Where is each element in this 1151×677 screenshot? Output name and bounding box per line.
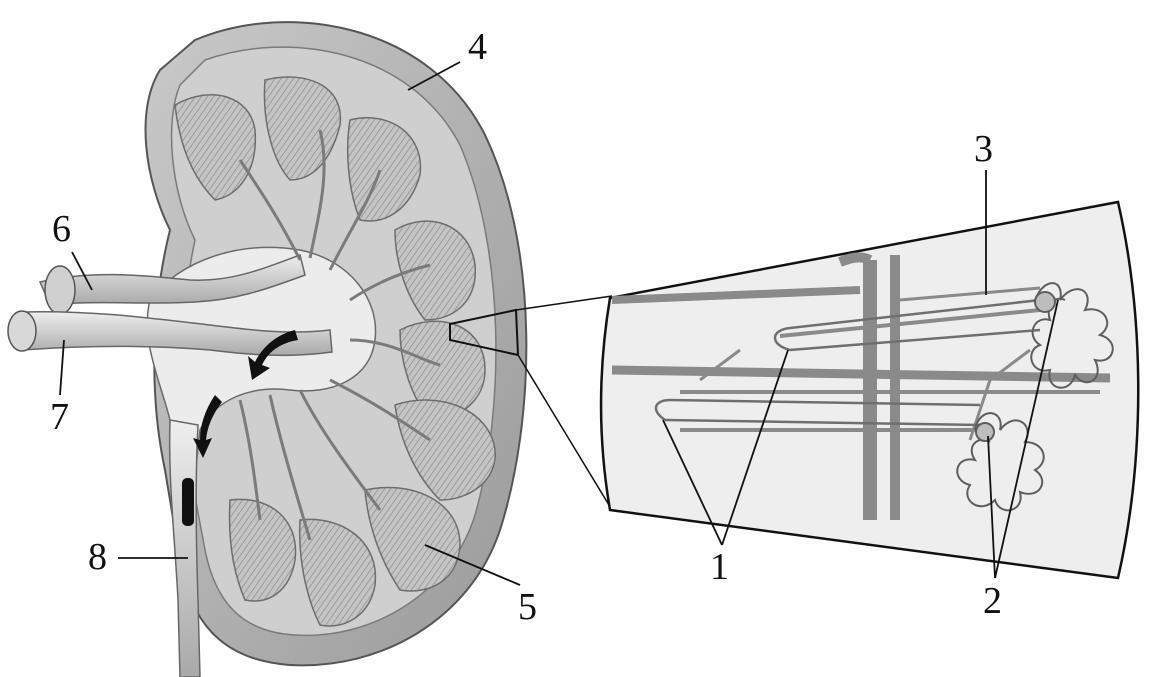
label-6: 6 <box>52 210 71 248</box>
label-2: 2 <box>983 582 1002 620</box>
zoom-line-bottom <box>518 355 612 510</box>
label-8: 8 <box>88 538 107 576</box>
label-5: 5 <box>518 588 537 626</box>
zoom-line-top <box>516 296 612 310</box>
renal-vein-opening <box>45 266 75 314</box>
renal-artery-opening <box>8 311 36 351</box>
label-1: 1 <box>710 548 729 586</box>
label-3: 3 <box>974 130 993 168</box>
label-7: 7 <box>50 398 69 436</box>
ureter <box>170 420 200 677</box>
label-4: 4 <box>468 28 487 66</box>
